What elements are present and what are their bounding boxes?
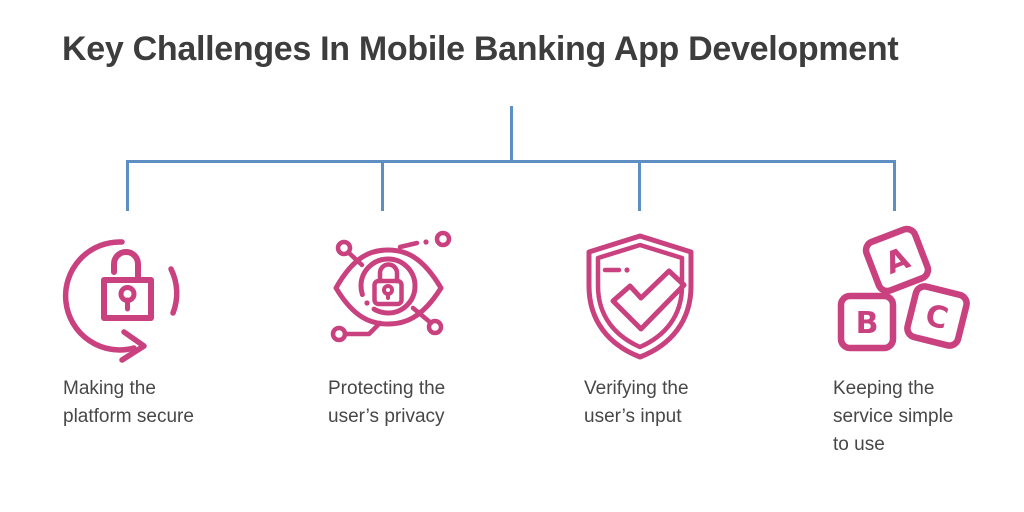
caption-platform-secure: Making the platform secure [63, 378, 194, 427]
abc-blocks-icon: A B C [837, 225, 970, 352]
lock-refresh-icon [62, 239, 180, 363]
privacy-eye-icon [330, 230, 452, 343]
caption-user-privacy: Protecting the user’s privacy [328, 378, 446, 427]
connector-horizontal [126, 160, 896, 163]
caption-simple-service: Keeping the service simple to use [833, 378, 954, 455]
caption-user-input: Verifying the user’s input [584, 378, 689, 427]
block-letter-b: B [856, 306, 879, 341]
connector-stem [510, 106, 513, 160]
block-letter-c: C [922, 298, 952, 337]
connector-drop-3 [638, 160, 641, 211]
block-letter-a: A [880, 241, 915, 282]
connector-drop-2 [381, 160, 384, 211]
shield-check-icon [586, 233, 694, 360]
connector-drop-4 [893, 160, 896, 211]
page-title: Key Challenges In Mobile Banking App Dev… [62, 30, 899, 68]
connector-drop-1 [126, 160, 129, 211]
